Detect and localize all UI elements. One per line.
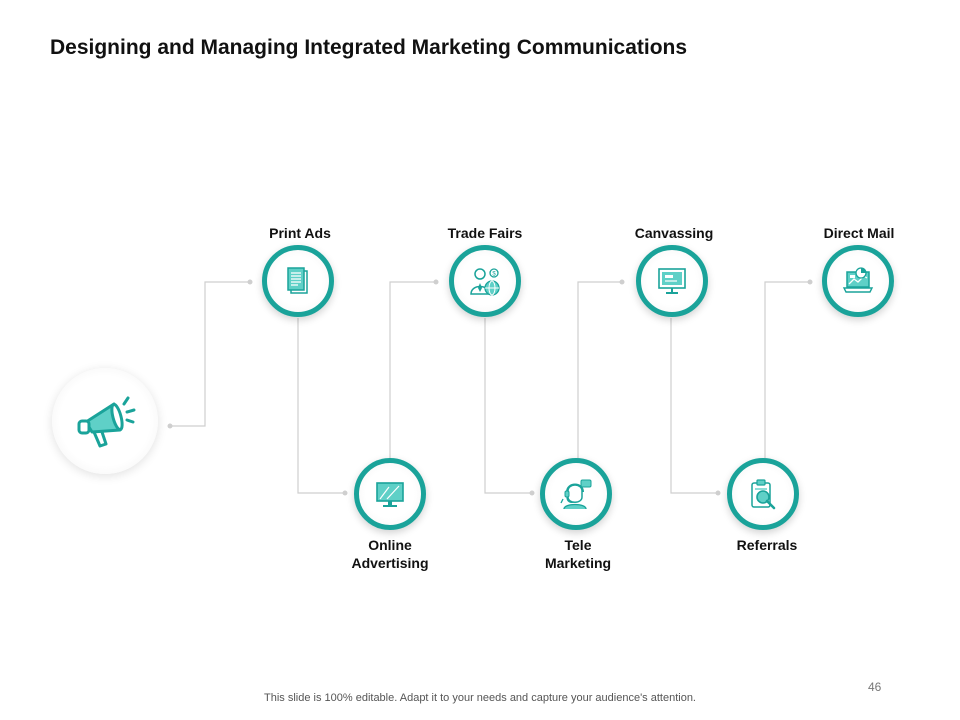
node-direct-mail [822,245,894,317]
node-tele-marketing [540,458,612,530]
node-online-advertising [354,458,426,530]
node-trade-fairs: $ [449,245,521,317]
slide-title: Designing and Managing Integrated Market… [50,36,688,59]
monitor-icon [376,482,404,507]
page-number: 46 [868,680,882,694]
laptop-chart-icon [842,267,874,293]
node-referrals [727,458,799,530]
billboard-screen-icon [658,268,686,294]
node-label-online-advertising: Online Advertising [351,537,429,571]
node-label-canvassing: Canvassing [634,225,714,241]
node-label-direct-mail: Direct Mail [823,225,895,241]
telemarketer-icon [560,479,592,510]
document-icon [287,267,308,294]
svg-text:$: $ [492,272,496,278]
node-canvassing [636,245,708,317]
node-label-trade-fairs: Trade Fairs [447,225,523,241]
node-label-referrals: Referrals [736,537,798,553]
node-label-print-ads: Print Ads [269,225,331,241]
megaphone-icon [77,396,136,448]
hub-circle [52,368,158,474]
businessman-globe-icon: $ [470,268,500,296]
footer-note: This slide is 100% editable. Adapt it to… [264,692,696,704]
node-print-ads [262,245,334,317]
node-label-tele-marketing: Tele Marketing [544,537,612,571]
clipboard-search-icon [751,479,776,510]
